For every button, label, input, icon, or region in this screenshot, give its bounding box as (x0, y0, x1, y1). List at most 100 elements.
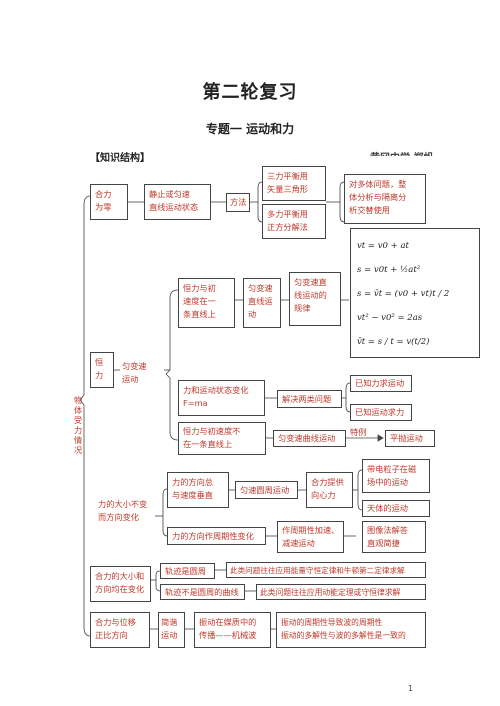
text-line: 匀变速 (248, 283, 273, 293)
both-vary-box: 合力的大小和 方向均在变化 (90, 566, 151, 602)
text-line: 三力平衡用 (267, 171, 308, 181)
text-line: 正比方向 (95, 630, 128, 640)
text-line: 合力 (95, 189, 112, 199)
text-line: 此类问题往往应用能量守恒定律和牛顿第二定律求解 (230, 566, 405, 575)
text-line: 线运动的 (294, 290, 327, 300)
text-line: 轨迹是圆周 (165, 566, 206, 576)
curved-motion-box: 匀变速曲线运动 (273, 430, 346, 447)
text-line: 合力提供 (311, 477, 344, 487)
text-line: 体分析与隔离分 (349, 192, 407, 202)
text-line: 此类问题往往应用动能定理或守恒律求解 (260, 588, 401, 597)
non-circular-path-box: 轨迹不是圆周的曲线 (160, 584, 245, 600)
text-line: 力的方向总 (172, 477, 213, 487)
multi-force-box: 多力平衡用 正方分解法 (262, 204, 326, 239)
text-line: 匀速圆周运动 (240, 485, 290, 495)
text-line: 恒力与初 (183, 283, 216, 293)
graph-method-box: 图像法解答 直观简捷 (362, 521, 426, 553)
collinear-force-box: 恒力与初 速度在一 条直线上 (178, 278, 235, 328)
two-problems-box: 解决两类问题 (277, 390, 342, 408)
text-line: 与速度垂直 (172, 490, 213, 500)
text-line: 方向均在变化 (95, 584, 145, 594)
text-line: 匀变速直 (294, 277, 327, 287)
text-line: 为零 (95, 202, 112, 212)
centripetal-box: 合力提供 向心力 (306, 472, 353, 508)
equilibrium-state-box: 静止或匀速 直线运动状态 (144, 184, 211, 220)
text-line: 运动 (122, 374, 139, 384)
text-line: 方法 (230, 197, 247, 207)
method-box: 方法 (226, 193, 250, 212)
text-line: 轨迹不是圆周的曲线 (165, 587, 239, 597)
text-line: 带电粒子在磁 (367, 464, 417, 474)
text-line: 运动 (161, 630, 178, 640)
special-case-label: 特例 (350, 427, 367, 437)
text-line: 场中的运动 (367, 477, 408, 487)
net-force-zero-box: 合力 为零 (90, 184, 128, 220)
celestial-box: 天体的运动 (362, 500, 430, 517)
formula: vt = v0 + at (357, 241, 409, 251)
text-line: 动 (248, 309, 257, 319)
perpendicular-force-box: 力的方向总 与速度垂直 (167, 472, 229, 508)
force-to-motion-box: 已知力求运动 (350, 375, 412, 392)
text-line: 合力与位移 (95, 617, 136, 627)
text-line: 析交替使用 (349, 205, 390, 215)
uniform-accel-label: 匀变速 运动 (120, 360, 164, 390)
text-line: 力的方向作周期性变化 (172, 531, 254, 541)
multi-body-note-box: 对多体问题，整 体分析与隔离分 析交替使用 (344, 174, 426, 224)
text-line: 匀变速曲线运动 (278, 433, 336, 443)
text-line: 振动的多解性与波的多解性是一致的 (281, 631, 406, 640)
linear-motion-box: 匀变速 直线运 动 (243, 278, 281, 328)
periodic-force-box: 力的方向作周期性变化 (167, 527, 266, 545)
text-line: 匀变速 (122, 361, 147, 371)
charged-particle-box: 带电粒子在磁 场中的运动 (362, 459, 430, 493)
section-heading: 【知识结构】 (90, 153, 150, 164)
constant-force-box: 恒 力 (90, 352, 114, 388)
formula: vt² − v0² = 2as (357, 313, 423, 323)
text-line: 规律 (294, 303, 311, 313)
periodic-accel-box: 作周期性加速、 减速运动 (277, 521, 344, 553)
motion-laws-box: 匀变速直 线运动的 规律 (289, 272, 341, 326)
motion-to-force-box: 已知运动求力 (350, 404, 412, 421)
text-line: 已知运动求力 (355, 407, 405, 417)
text-line: 向心力 (311, 490, 336, 500)
proportional-force-box: 合力与位移 正比方向 (90, 612, 150, 648)
text-line: 正方分解法 (267, 222, 308, 232)
text-line: 力 (95, 370, 104, 380)
page-subtitle: 专题一 运动和力 (205, 122, 295, 136)
projectile-box: 平抛运动 (385, 430, 435, 447)
text-line: 静止或匀速 (149, 189, 190, 199)
mechanical-wave-box: 振动在媒质中的 传播——机械波 (194, 612, 271, 648)
text-line: 振动的周期性导致波的周期性 (281, 618, 383, 627)
text-line: 振动在媒质中的 (199, 617, 257, 627)
newton-second-law-box: 力和运动状态变化 F=ma (178, 380, 265, 416)
text-line: 作周期性加速、 (282, 525, 340, 535)
text-line: 对多体问题，整 (349, 179, 407, 189)
text-line: 力和运动状态变化 (183, 385, 249, 395)
formula: v̄t = s / t = v(t/2) (357, 337, 430, 347)
three-force-box: 三力平衡用 矢量三角形 (262, 166, 326, 201)
text-line: 速度在一 (183, 296, 216, 306)
text-line: 平抛运动 (390, 433, 423, 443)
text-line: 恒 (95, 357, 104, 367)
formula: s = v0t + ½at² (357, 265, 421, 275)
text-line: 合力的大小和 (95, 571, 145, 581)
text-line: 传播——机械波 (199, 630, 257, 640)
direction-change-label: 力的大小不变 而方向变化 (98, 498, 155, 534)
page-title: 第二轮复习 (202, 82, 298, 103)
text-line: 直观简捷 (367, 538, 400, 548)
work-energy-note-box: 此类问题往往应用动能定理或守恒律求解 (256, 584, 426, 600)
text-line: 直线运 (248, 296, 273, 306)
text-line: 多力平衡用 (267, 209, 308, 219)
text-line: 而方向变化 (98, 512, 139, 522)
text-line: 解决两类问题 (282, 394, 332, 404)
text-line: 已知力求运动 (355, 378, 405, 388)
shm-box: 简谐 运动 (158, 612, 185, 648)
page-number: 1 (408, 684, 414, 693)
text-line: 力的大小不变 (98, 499, 148, 509)
force-condition-label: 物体受力情况 (74, 395, 83, 455)
formula: s = v̄t = (v0 + vt)t / 2 (357, 289, 450, 299)
wave-periodicity-box: 振动的周期性导致波的周期性 振动的多解性与波的多解性是一致的 (276, 612, 426, 648)
text-line: 天体的运动 (367, 503, 408, 513)
circular-motion-box: 匀速圆周运动 (235, 481, 298, 499)
circular-path-box: 轨迹是圆周 (160, 563, 215, 579)
